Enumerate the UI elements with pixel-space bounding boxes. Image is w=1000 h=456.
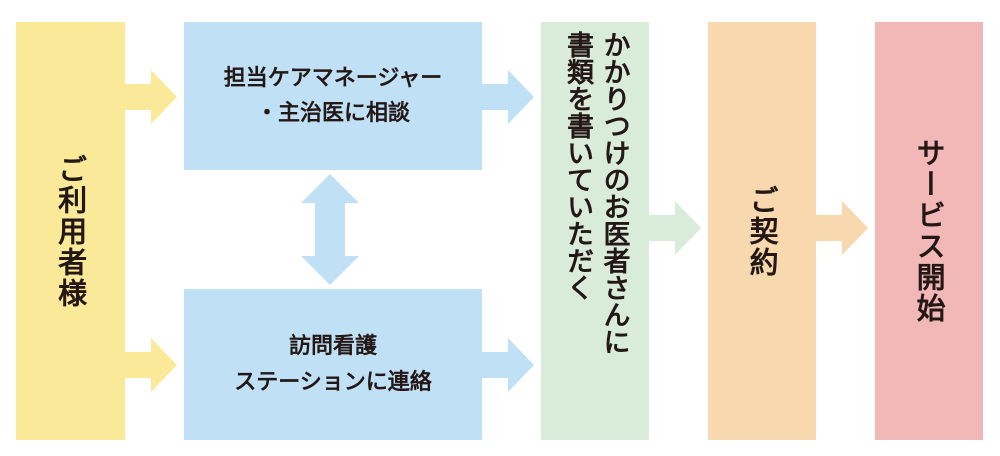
node-visiting-nurse-line2: ステーションに連絡 — [234, 369, 432, 395]
node-doctor-line2: 書類を書いていただく — [562, 31, 593, 301]
node-user: ご利用者様 — [16, 22, 125, 440]
arrow-user-to-care-manager — [125, 70, 177, 124]
arrow-care-manager-to-doctor — [482, 70, 534, 124]
arrow-contract-to-service-start — [816, 201, 868, 255]
arrow-visiting-nurse-to-doctor — [482, 338, 534, 392]
node-contract: ご契約 — [708, 22, 816, 440]
arrow-bidirectional-care-manager-visiting-nurse — [301, 174, 359, 285]
node-doctor: かかりつけのお医者さんに 書類を書いていただく — [541, 22, 649, 440]
node-visiting-nurse-line1: 訪問看護 — [288, 334, 377, 360]
node-visiting-nurse: 訪問看護 ステーションに連絡 — [184, 289, 482, 440]
node-care-manager: 担当ケアマネージャー ・主治医に相談 — [184, 22, 482, 170]
node-service-start-label: サービス開始 — [912, 138, 947, 324]
node-doctor-line1: かかりつけのお医者さんに — [598, 31, 630, 355]
node-service-start: サービス開始 — [875, 22, 983, 440]
arrow-user-to-visiting-nurse — [125, 338, 177, 392]
node-contract-label: ご契約 — [745, 184, 780, 278]
arrow-doctor-to-contract — [649, 201, 701, 255]
node-care-manager-line1: 担当ケアマネージャー — [223, 65, 443, 91]
node-care-manager-line2: ・主治医に相談 — [255, 101, 410, 126]
node-user-label: ご利用者様 — [53, 153, 88, 309]
